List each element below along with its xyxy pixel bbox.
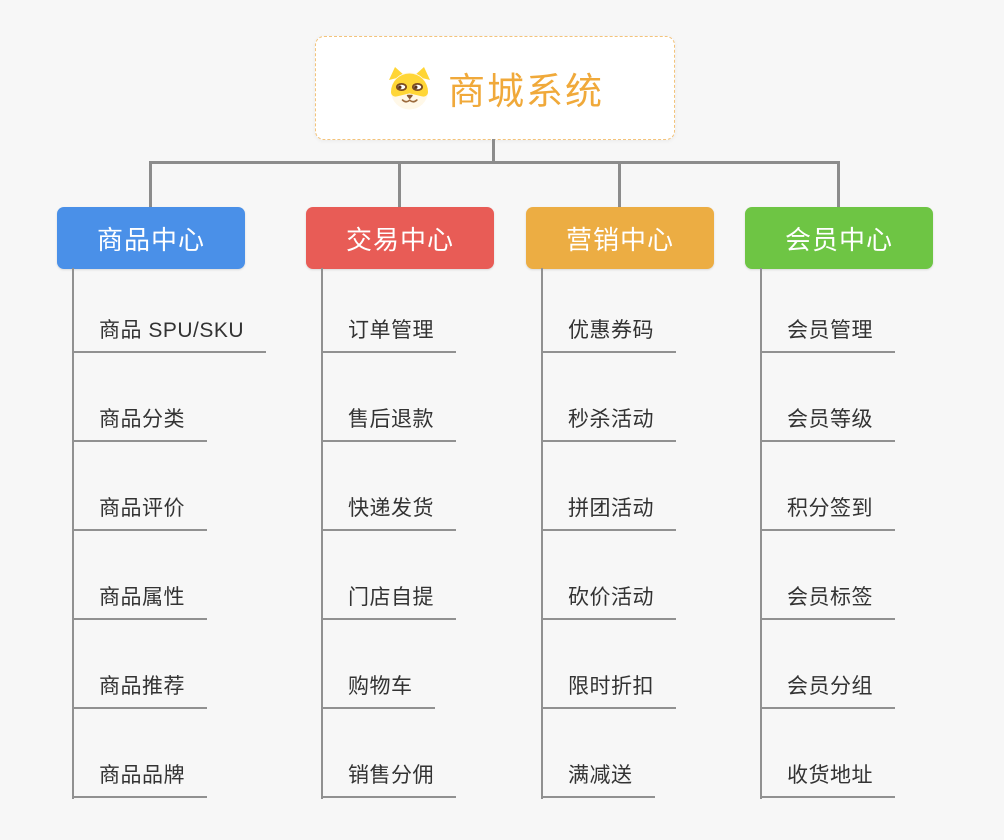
leaf-label: 限时折扣 <box>541 670 676 709</box>
leaf-item[interactable]: 积分签到 <box>760 442 990 531</box>
leaf-item[interactable]: 拼团活动 <box>541 442 771 531</box>
leaf-item[interactable]: 购物车 <box>321 620 551 709</box>
leaf-item[interactable]: 收货地址 <box>760 709 990 798</box>
leaf-item[interactable]: 满减送 <box>541 709 771 798</box>
leaf-item[interactable]: 门店自提 <box>321 531 551 620</box>
leaf-item[interactable]: 会员标签 <box>760 531 990 620</box>
leaf-label: 满减送 <box>541 759 655 798</box>
leaf-label: 秒杀活动 <box>541 403 676 442</box>
root-node[interactable]: 商城系统 <box>315 36 675 140</box>
leaf-label: 购物车 <box>321 670 435 709</box>
leaf-label: 销售分佣 <box>321 759 456 798</box>
branch-label: 营销中心 <box>565 224 674 255</box>
leaf-column-member: 会员管理 会员等级 积分签到 会员标签 会员分组 收货地址 <box>760 264 990 798</box>
leaf-item[interactable]: 售后退款 <box>321 353 551 442</box>
leaf-label: 会员管理 <box>760 314 895 353</box>
branch-label: 会员中心 <box>784 224 893 255</box>
leaf-column-trade: 订单管理 售后退款 快递发货 门店自提 购物车 销售分佣 <box>321 264 551 798</box>
leaf-label: 售后退款 <box>321 403 456 442</box>
leaf-label: 砍价活动 <box>541 581 676 620</box>
connector-branch-stem <box>149 161 152 209</box>
branch-node-marketing-center[interactable]: 营销中心 <box>526 207 714 269</box>
leaf-item[interactable]: 秒杀活动 <box>541 353 771 442</box>
leaf-item[interactable]: 销售分佣 <box>321 709 551 798</box>
leaf-label: 会员标签 <box>760 581 895 620</box>
leaf-label: 订单管理 <box>321 314 456 353</box>
leaf-item[interactable]: 商品评价 <box>72 442 302 531</box>
branch-trunk-line <box>72 268 74 799</box>
branch-trunk-line <box>321 268 323 799</box>
leaf-label: 积分签到 <box>760 492 895 531</box>
shiba-dog-icon <box>389 67 430 110</box>
leaf-label: 商品推荐 <box>72 670 207 709</box>
leaf-label: 拼团活动 <box>541 492 676 531</box>
leaf-item[interactable]: 会员等级 <box>760 353 990 442</box>
leaf-label: 商品品牌 <box>72 759 207 798</box>
root-title: 商城系统 <box>448 71 604 112</box>
branch-trunk-line <box>760 268 762 799</box>
leaf-item[interactable]: 会员管理 <box>760 264 990 353</box>
leaf-item[interactable]: 商品属性 <box>72 531 302 620</box>
connector-branch-stem <box>837 161 840 209</box>
leaf-item[interactable]: 优惠券码 <box>541 264 771 353</box>
connector-branch-stem <box>398 161 401 209</box>
leaf-item[interactable]: 商品分类 <box>72 353 302 442</box>
leaf-label: 商品分类 <box>72 403 207 442</box>
branch-node-product-center[interactable]: 商品中心 <box>57 207 245 269</box>
branch-label: 商品中心 <box>96 224 205 255</box>
leaf-column-marketing: 优惠券码 秒杀活动 拼团活动 砍价活动 限时折扣 满减送 <box>541 264 771 798</box>
leaf-item[interactable]: 商品推荐 <box>72 620 302 709</box>
branch-label: 交易中心 <box>345 224 454 255</box>
leaf-label: 优惠券码 <box>541 314 676 353</box>
leaf-label: 商品 SPU/SKU <box>72 314 267 353</box>
leaf-item[interactable]: 商品品牌 <box>72 709 302 798</box>
leaf-column-product: 商品 SPU/SKU 商品分类 商品评价 商品属性 商品推荐 商品品牌 <box>72 264 302 798</box>
leaf-item[interactable]: 砍价活动 <box>541 531 771 620</box>
branch-node-trade-center[interactable]: 交易中心 <box>306 207 494 269</box>
leaf-item[interactable]: 订单管理 <box>321 264 551 353</box>
leaf-item[interactable]: 会员分组 <box>760 620 990 709</box>
leaf-label: 快递发货 <box>321 492 456 531</box>
leaf-label: 会员等级 <box>760 403 895 442</box>
leaf-item[interactable]: 快递发货 <box>321 442 551 531</box>
leaf-item[interactable]: 限时折扣 <box>541 620 771 709</box>
connector-branch-stem <box>618 161 621 209</box>
branch-trunk-line <box>541 268 543 799</box>
leaf-label: 收货地址 <box>760 759 895 798</box>
branch-node-member-center[interactable]: 会员中心 <box>745 207 933 269</box>
leaf-label: 门店自提 <box>321 581 456 620</box>
leaf-label: 商品评价 <box>72 492 207 531</box>
leaf-label: 商品属性 <box>72 581 207 620</box>
connector-horizontal-bar <box>149 161 840 164</box>
leaf-item[interactable]: 商品 SPU/SKU <box>72 264 302 353</box>
connector-root-stem <box>492 139 495 163</box>
leaf-label: 会员分组 <box>760 670 895 709</box>
